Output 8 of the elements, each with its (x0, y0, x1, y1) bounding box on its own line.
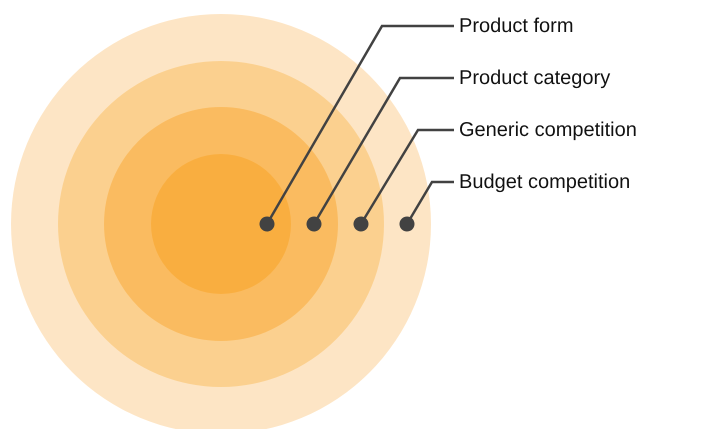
leader-line (354, 128, 454, 232)
callout-label: Budget competition (459, 170, 630, 194)
leader-line (400, 180, 454, 232)
leader-line (260, 24, 454, 232)
leader-line (306, 76, 454, 232)
callout-label: Product category (459, 66, 610, 90)
callout-label: Generic competition (459, 118, 637, 142)
callout-label: Product form (459, 14, 574, 38)
